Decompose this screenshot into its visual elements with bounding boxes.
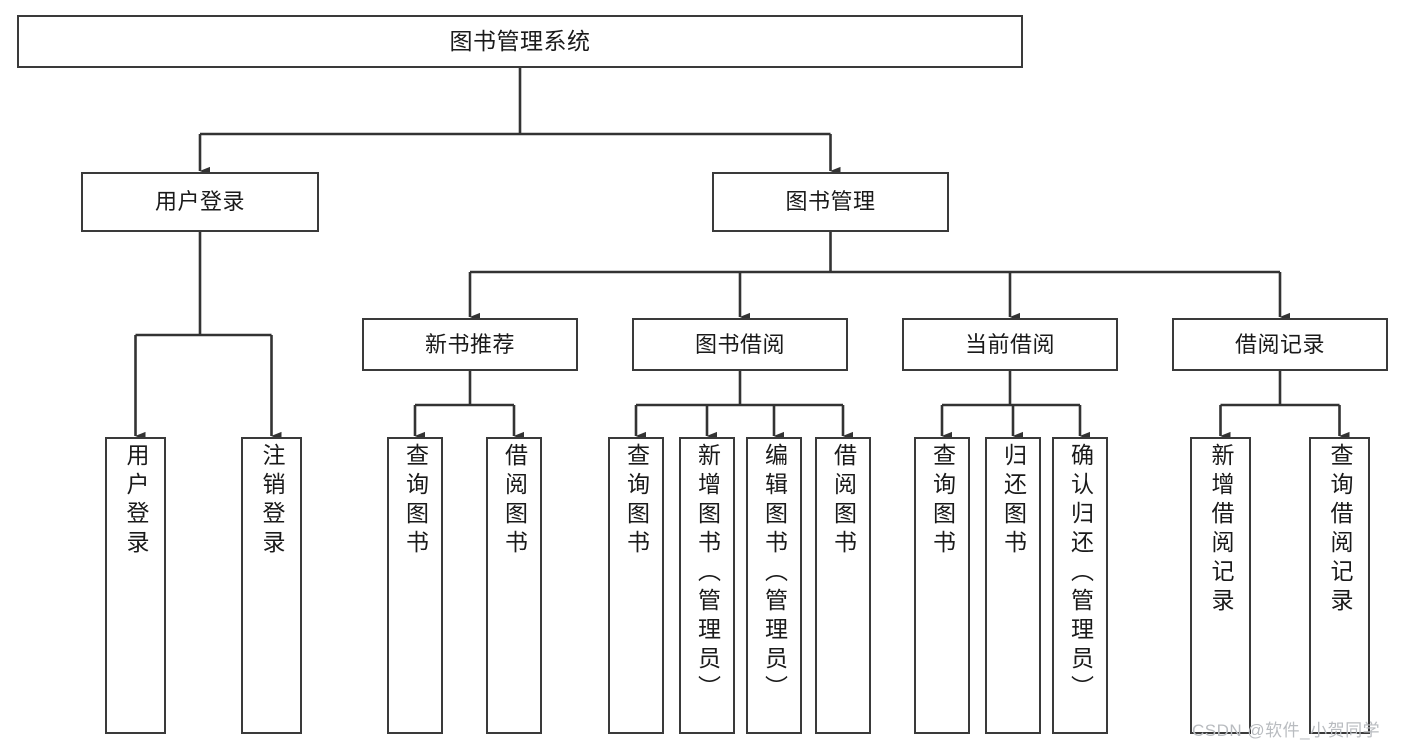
node-leaf-query-record[interactable]: 查询借阅记录	[1309, 437, 1370, 734]
node-leaf-add-record[interactable]: 新增借阅记录	[1190, 437, 1251, 734]
node-label: 图书借阅	[694, 331, 785, 357]
node-label: 编辑图书（管理员）	[761, 443, 788, 704]
node-leaf-borrow-book-a[interactable]: 借阅图书	[486, 437, 542, 734]
node-leaf-confirm-return[interactable]: 确认归还（管理员）	[1052, 437, 1108, 734]
node-root-system[interactable]: 图书管理系统	[17, 15, 1023, 68]
node-label: 图书管理	[785, 189, 876, 215]
node-book-borrow[interactable]: 图书借阅	[632, 318, 848, 371]
node-label: 新书推荐	[424, 331, 515, 357]
node-borrow-record[interactable]: 借阅记录	[1172, 318, 1388, 371]
node-leaf-edit-book[interactable]: 编辑图书（管理员）	[746, 437, 802, 734]
node-label: 新增图书（管理员）	[694, 443, 721, 704]
node-label: 查询图书	[402, 443, 429, 559]
node-leaf-query-book-a[interactable]: 查询图书	[387, 437, 443, 734]
node-user-login[interactable]: 用户登录	[81, 172, 319, 232]
node-leaf-query-book-b[interactable]: 查询图书	[608, 437, 664, 734]
node-label: 用户登录	[154, 189, 245, 215]
node-label: 新增借阅记录	[1208, 443, 1234, 617]
node-leaf-user-login[interactable]: 用户登录	[105, 437, 166, 734]
node-label: 借阅记录	[1234, 331, 1325, 357]
node-label: 注销登录	[259, 443, 285, 559]
node-label: 归还图书	[1000, 443, 1027, 559]
node-leaf-logout[interactable]: 注销登录	[241, 437, 302, 734]
node-label: 借阅图书	[830, 443, 857, 559]
node-label: 查询借阅记录	[1327, 443, 1353, 617]
node-label: 查询图书	[929, 443, 956, 559]
tree-connectors	[134, 68, 1350, 441]
node-new-book-recommend[interactable]: 新书推荐	[362, 318, 578, 371]
node-leaf-query-book-c[interactable]: 查询图书	[914, 437, 970, 734]
node-current-borrow[interactable]: 当前借阅	[902, 318, 1118, 371]
node-book-management[interactable]: 图书管理	[712, 172, 949, 232]
node-leaf-return-book[interactable]: 归还图书	[985, 437, 1041, 734]
node-leaf-add-book[interactable]: 新增图书（管理员）	[679, 437, 735, 734]
node-leaf-borrow-book-b[interactable]: 借阅图书	[815, 437, 871, 734]
node-label: 确认归还（管理员）	[1067, 443, 1094, 704]
node-label: 查询图书	[623, 443, 650, 559]
node-label: 图书管理系统	[449, 27, 591, 54]
csdn-watermark: CSDN @软件_小贺同学	[1192, 721, 1381, 740]
node-label: 用户登录	[123, 443, 149, 559]
node-label: 当前借阅	[964, 331, 1055, 357]
node-label: 借阅图书	[501, 443, 528, 559]
